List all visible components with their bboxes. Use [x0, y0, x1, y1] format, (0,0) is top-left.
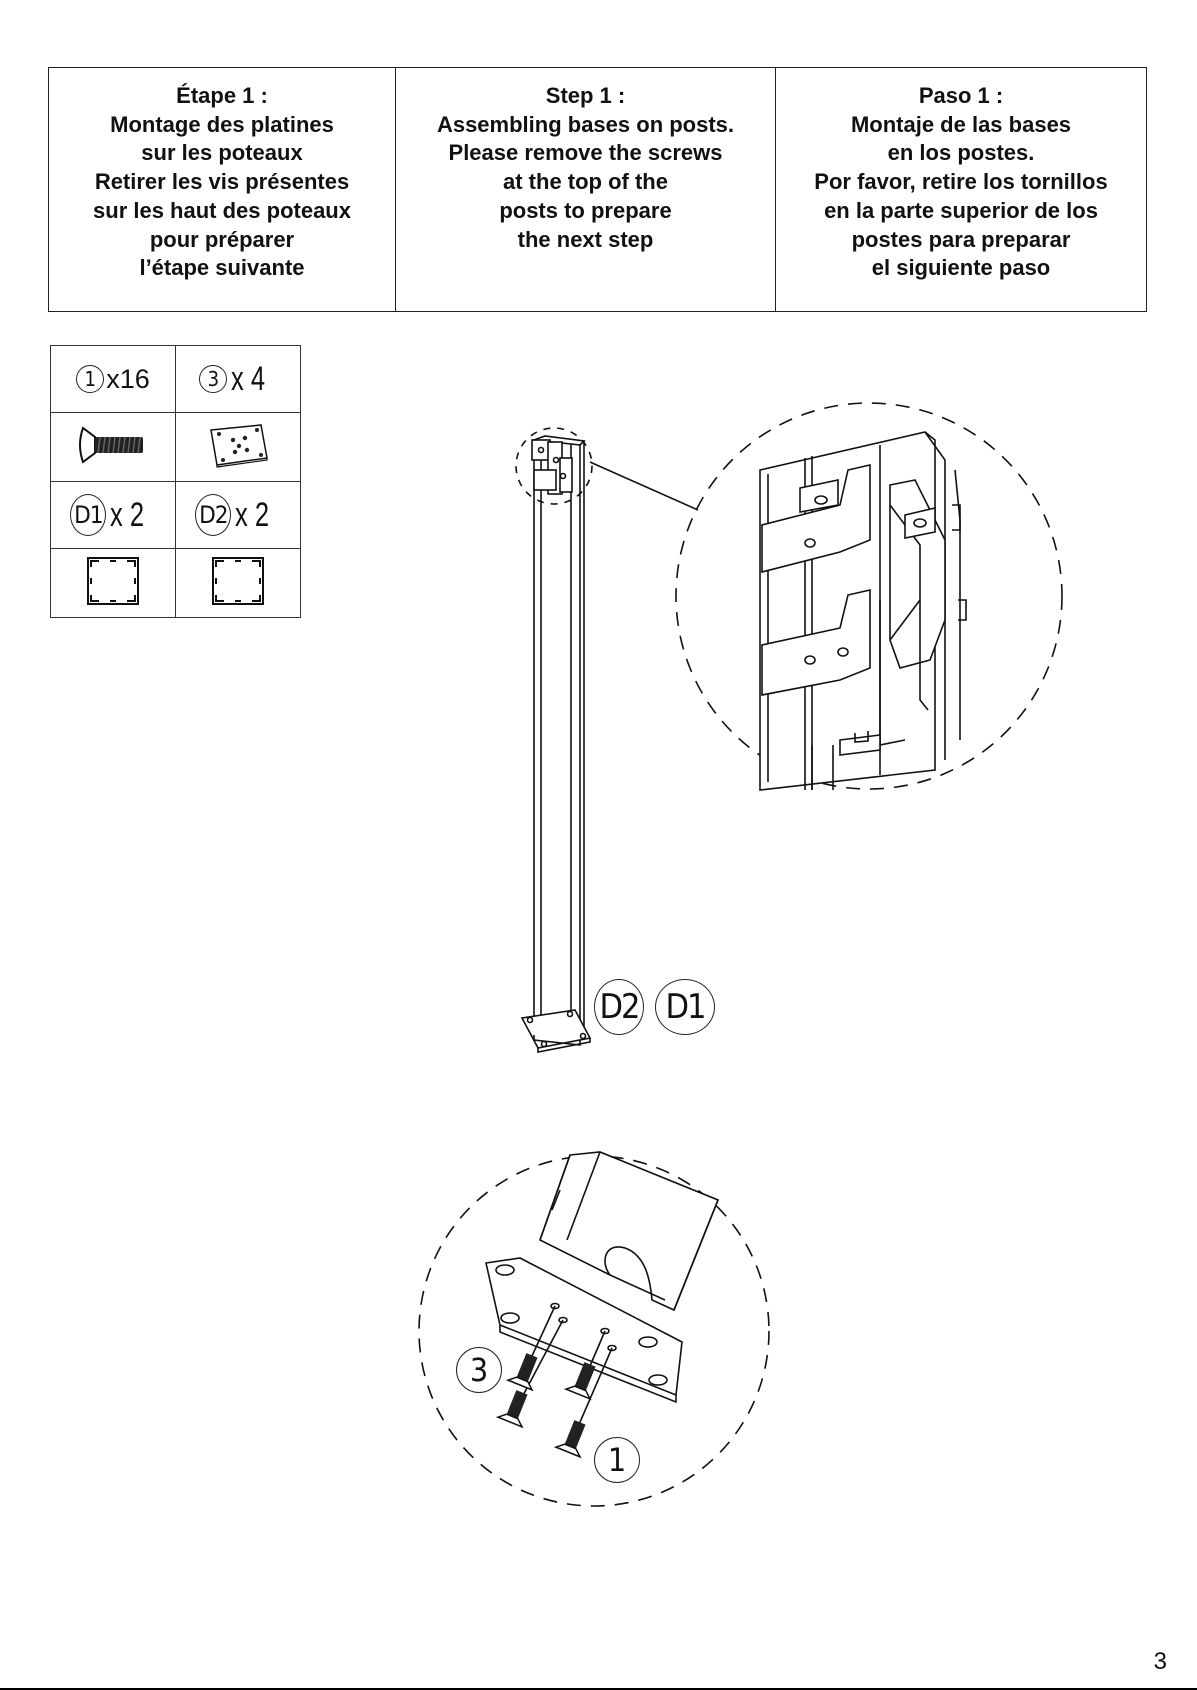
step-line: Por favor, retire los tornillos	[814, 169, 1108, 195]
leader-line	[589, 461, 699, 511]
step-line: Paso 1 :	[918, 83, 1004, 108]
step-instructions-table: Étape 1 : Montage des platines sur les p…	[48, 67, 1147, 312]
part-label-screw: 1 x16	[49, 345, 177, 413]
step-line: l’étape suivante	[139, 255, 305, 281]
post-illustration	[520, 435, 592, 1053]
step-line: Please remove the screws	[448, 140, 723, 166]
detail-marker-top	[515, 427, 593, 505]
bottom-rule	[0, 1688, 1197, 1690]
part-label-post-d2: D2 x 2	[175, 481, 301, 549]
step-line: postes para preparar	[851, 226, 1071, 252]
part-ref-circle: 3	[199, 365, 228, 393]
step-line: en la parte superior de los	[824, 197, 1098, 223]
part-image-post-d1	[49, 548, 177, 618]
zoom-detail-bottom	[418, 1151, 770, 1507]
callout-screw: 1	[594, 1437, 640, 1483]
part-image-base-plate	[175, 412, 301, 482]
step-line: Step 1 :	[545, 83, 626, 108]
step-french: Étape 1 : Montage des platines sur les p…	[49, 68, 395, 311]
part-ref-circle: D1	[70, 494, 107, 536]
part-image-post-d2	[175, 548, 301, 618]
zoom-detail-top	[675, 402, 1063, 791]
part-quantity: x 2	[110, 495, 145, 534]
step-line: sur les poteaux	[141, 140, 303, 166]
part-label-post-d1: D1 x 2	[49, 481, 177, 549]
part-image-screw	[49, 412, 177, 482]
step-line: en los postes.	[887, 140, 1035, 166]
countersunk-screw-icon	[79, 425, 144, 464]
step-line: sur les haut des poteaux	[93, 197, 351, 223]
callout-plate: 3	[456, 1347, 502, 1393]
step-english: Step 1 : Assembling bases on posts. Plea…	[395, 68, 775, 311]
step-line: Montage des platines	[110, 111, 334, 137]
part-quantity: x 4	[231, 359, 266, 398]
base-plate-icon	[210, 423, 268, 468]
part-ref-circle: 1	[76, 365, 105, 393]
step-line: el siguiente paso	[871, 255, 1051, 281]
step-line: Étape 1 :	[176, 83, 268, 108]
callout-post-d2: D2	[594, 979, 644, 1035]
post-end-icon	[87, 556, 140, 605]
page-number: 3	[1153, 1648, 1167, 1675]
step-line: at the top of the	[503, 169, 668, 195]
step-line: posts to prepare	[499, 197, 672, 223]
screws-illustration	[495, 1353, 596, 1459]
part-quantity: x16	[106, 363, 150, 394]
step-spanish: Paso 1 : Montaje de las bases en los pos…	[775, 68, 1146, 311]
part-label-base-plate: 3 x 4	[175, 345, 301, 413]
post-end-icon	[212, 556, 265, 605]
parts-table: 1 x16 3 x 4	[49, 345, 301, 618]
part-ref-circle: D2	[195, 494, 232, 536]
step-line: Retirer les vis présentes	[94, 169, 350, 195]
step-line: Montaje de las bases	[850, 111, 1072, 137]
callout-post-d1: D1	[655, 979, 715, 1035]
step-line: pour préparer	[149, 226, 295, 252]
step-line: Assembling bases on posts.	[436, 111, 735, 137]
part-quantity: x 2	[235, 495, 270, 534]
step-line: the next step	[517, 226, 654, 252]
